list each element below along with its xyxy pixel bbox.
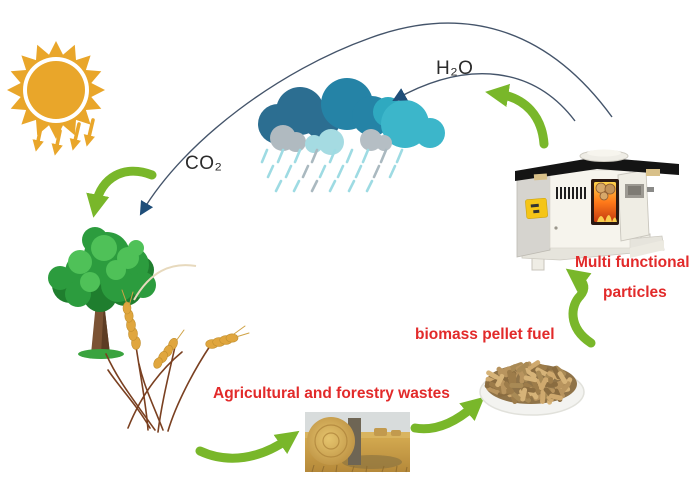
multi-functional-particles-label-line1: Multi functional	[575, 254, 690, 271]
h2o-label: H₂O	[436, 58, 474, 79]
hay-bale-photo	[305, 412, 410, 473]
rain-icon	[260, 148, 404, 193]
biomass-pellet-fuel-label: biomass pellet fuel	[415, 326, 555, 343]
sun-icon	[7, 41, 105, 139]
co2-label: CO₂	[185, 153, 223, 174]
multi-functional-particles-label-line2: particles	[603, 284, 667, 301]
tree-icon	[48, 227, 156, 359]
pellet-pile-icon	[479, 360, 585, 416]
green-cycle-arrow	[86, 83, 596, 463]
rain-cloud-icon	[258, 78, 445, 193]
co2-flow-arrow	[139, 22, 613, 216]
agricultural-wastes-label: Agricultural and forestry wastes	[213, 385, 450, 402]
h2o-flow-arrow	[392, 73, 576, 122]
sunlight-arrows-icon	[32, 118, 95, 156]
wheat-icon	[105, 264, 250, 433]
pellet-stove-icon	[515, 149, 679, 271]
